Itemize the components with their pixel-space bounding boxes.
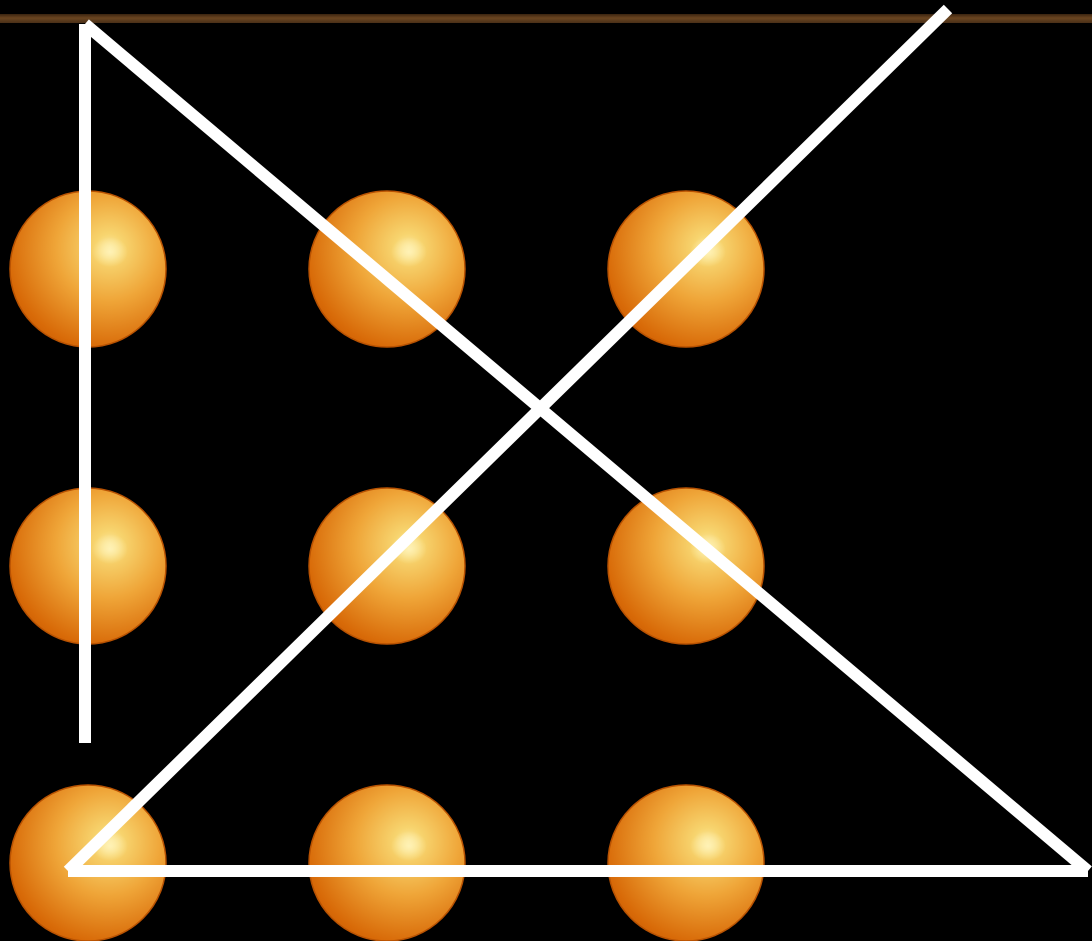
dot-r3-c2	[309, 785, 465, 941]
dot-r3-c3	[608, 785, 764, 941]
dot-r2-c3	[608, 488, 764, 644]
path-segment-4-diagonal-up	[68, 9, 948, 871]
path-segment-2-diagonal-down	[85, 24, 1088, 871]
dot-r3-c1	[10, 785, 166, 941]
solution-path	[68, 9, 1088, 871]
